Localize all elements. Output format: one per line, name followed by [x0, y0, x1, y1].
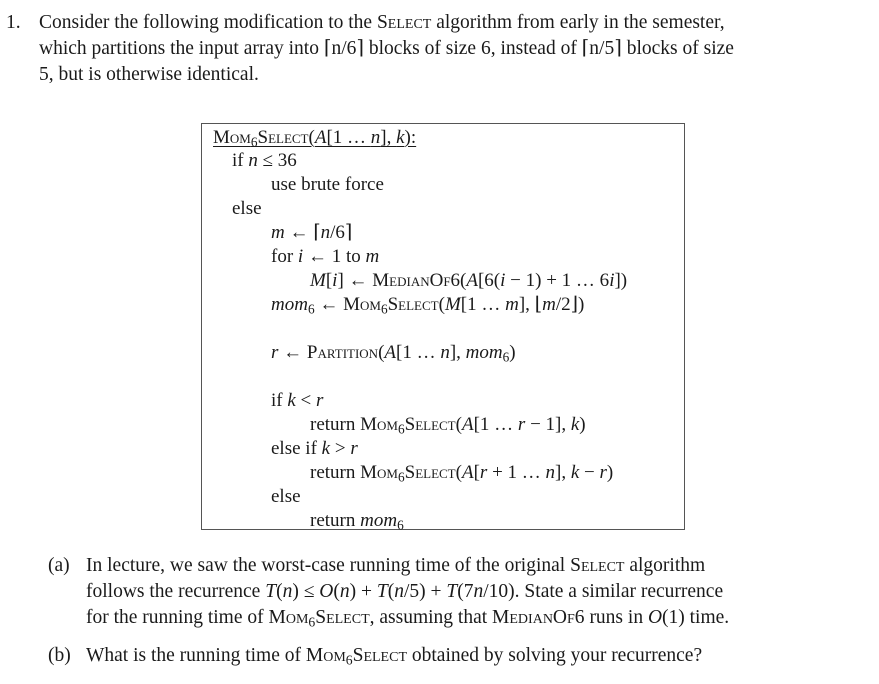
problem-number: 1. [6, 12, 21, 33]
algo-line-5: for i ← 1 to m [271, 246, 380, 267]
algo-line-9: r ← Partition(A[1 … n], mom6) [271, 342, 516, 365]
part-a-label: (a) [48, 555, 70, 576]
algo-line-6: M[i] ← MedianOf6(A[6(i − 1) + 1 … 6i]) [310, 270, 628, 291]
intro-line-2: which partitions the input array into ⌈n… [39, 38, 734, 59]
intro-line-3: 5, but is otherwise identical. [39, 64, 259, 85]
algo-line-16: return mom6 [310, 510, 404, 533]
algo-line-4: m ← ⌈n/6⌉ [271, 222, 353, 243]
part-a: (a) In lecture, we saw the worst-case ru… [48, 553, 858, 635]
algorithm-header: Mom6Select(A[1 … n], k): [213, 127, 417, 150]
algo-line-1: if n ≤ 36 [232, 150, 297, 171]
problem-statement: 1. Consider the following modification t… [6, 10, 866, 88]
intro-line-1: Consider the following modification to t… [39, 12, 725, 33]
algo-line-13: else if k > r [271, 438, 358, 459]
part-b: (b) What is the running time of Mom6Sele… [48, 643, 858, 673]
algo-line-3: else [232, 198, 262, 219]
algo-line-14: return Mom6Select(A[r + 1 … n], k − r) [310, 462, 614, 485]
algo-line-11: if k < r [271, 390, 324, 411]
part-b-label: (b) [48, 645, 71, 666]
problem-intro: Consider the following modification to t… [39, 10, 866, 88]
algo-line-12: return Mom6Select(A[1 … r − 1], k) [310, 414, 586, 437]
part-a-line-1: In lecture, we saw the worst-case runnin… [86, 555, 706, 576]
part-a-line-2: follows the recurrence T(n) ≤ O(n) + T(n… [86, 581, 724, 602]
algo-line-7: mom6 ← Mom6Select(M[1 … m], ⌊m/2⌋) [271, 294, 585, 317]
algo-line-2: use brute force [271, 174, 384, 195]
part-a-line-3: for the running time of Mom6Select, assu… [86, 607, 730, 630]
algo-line-15: else [271, 486, 301, 507]
part-b-line-1: What is the running time of Mom6Select o… [86, 645, 703, 668]
algorithm-box: Mom6Select(A[1 … n], k): if n ≤ 36 use b… [201, 123, 685, 532]
select-name: Select [376, 12, 432, 33]
